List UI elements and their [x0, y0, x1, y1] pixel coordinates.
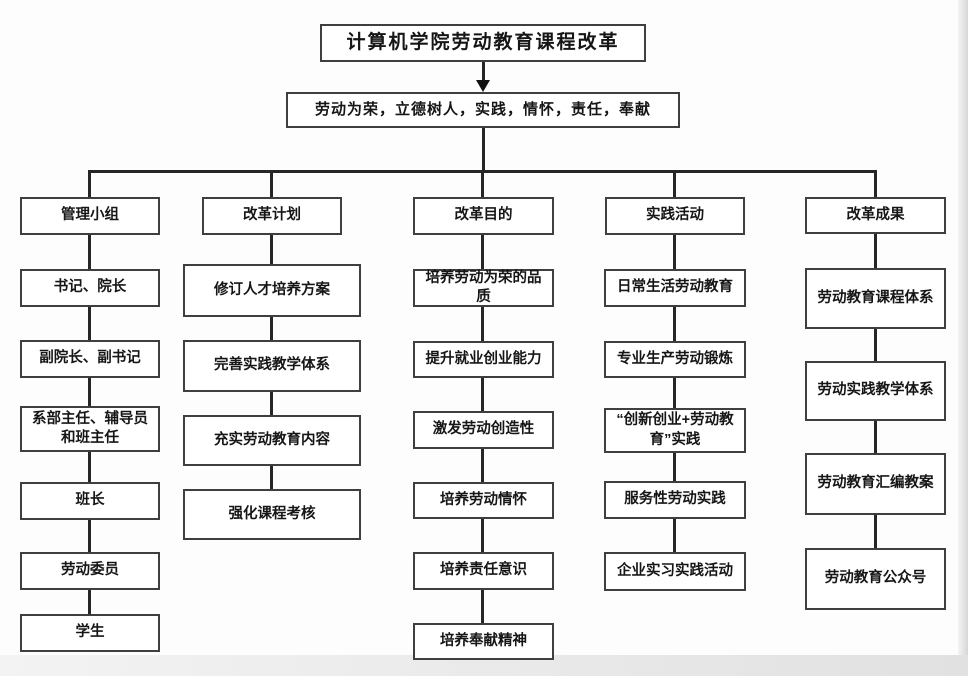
column-5-header: 改革成果 — [805, 197, 946, 234]
flow-node: 专业生产劳动锻炼 — [604, 341, 746, 378]
flow-node: 劳动教育课程体系 — [805, 268, 946, 329]
flow-node: 培养劳动情怀 — [413, 482, 554, 519]
flow-node: 修订人才培养方案 — [183, 264, 361, 317]
flow-node: 劳动教育公众号 — [805, 548, 946, 610]
connector-column-3-spine — [481, 170, 484, 642]
page-edge-shadow-bottom — [0, 655, 968, 676]
flow-node: 劳动实践教学体系 — [805, 361, 946, 421]
connector-column-1-spine — [88, 170, 91, 633]
connector-banner-to-bar — [482, 127, 485, 173]
column-4-header: 实践活动 — [605, 197, 745, 235]
flow-node: “创新创业+劳动教育”实践 — [604, 408, 746, 453]
flow-node: 激发劳动创造性 — [413, 411, 554, 449]
flow-node: 书记、院长 — [20, 269, 160, 307]
flow-node: 劳动教育汇编教案 — [805, 453, 946, 515]
flow-node: 服务性劳动实践 — [604, 481, 746, 519]
column-1-header: 管理小组 — [20, 197, 160, 235]
flow-node: 强化课程考核 — [183, 489, 361, 540]
page-edge-shadow-right — [958, 0, 968, 676]
flow-node: 副院长、副书记 — [20, 340, 160, 378]
banner-node: 劳动为荣，立德树人，实践，情怀，责任，奉献 — [286, 92, 680, 128]
column-2-header: 改革计划 — [202, 197, 342, 235]
flow-node: 班长 — [20, 482, 160, 520]
title-node: 计算机学院劳动教育课程改革 — [320, 24, 646, 62]
flow-node: 提升就业创业能力 — [413, 341, 554, 378]
flow-node: 学生 — [20, 614, 160, 652]
connector-title-to-banner — [482, 61, 485, 82]
flow-node: 充实劳动教育内容 — [183, 415, 361, 466]
flow-node: 培养劳动为荣的品质 — [413, 269, 554, 307]
flow-node: 劳动委员 — [20, 552, 160, 590]
flow-node: 完善实践教学体系 — [183, 340, 361, 392]
flow-node: 培养奉献精神 — [413, 623, 554, 660]
flow-node: 企业实习实践活动 — [604, 552, 746, 591]
flow-node: 日常生活劳动教育 — [604, 269, 746, 307]
flow-node: 培养责任意识 — [413, 552, 554, 590]
arrow-down-icon — [476, 80, 490, 92]
flow-node: 系部主任、辅导员和班主任 — [20, 406, 160, 452]
column-3-header: 改革目的 — [413, 197, 554, 235]
